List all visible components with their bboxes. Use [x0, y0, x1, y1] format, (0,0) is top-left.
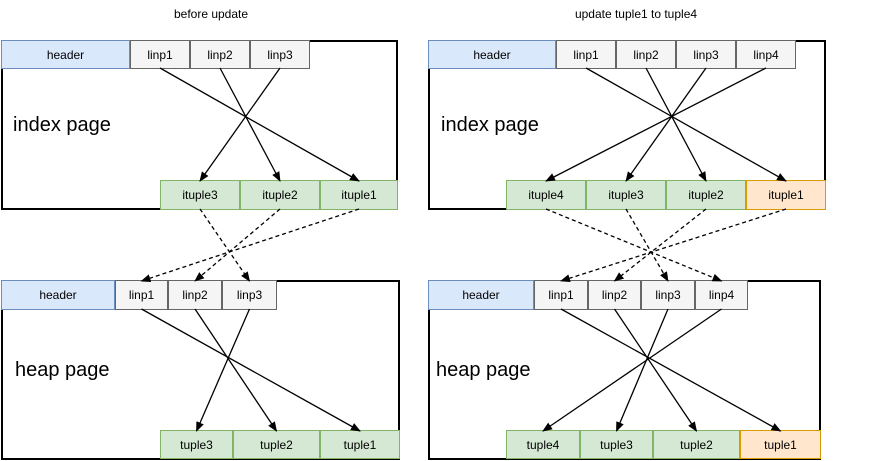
after-heap-tuple2-cell: tuple2 [653, 430, 740, 459]
after-index-linp3-cell: linp3 [676, 40, 736, 69]
after-index-ituple3-cell: ituple3 [586, 180, 666, 210]
after-panel-title: update tuple1 to tuple4 [574, 7, 698, 21]
before-index-ituple1-cell: ituple1 [320, 180, 398, 210]
before-heap-linp1-cell: linp1 [115, 280, 168, 310]
before-index-header-cell: header [1, 40, 130, 69]
before-heap-page-label: heap page [15, 359, 110, 381]
after-heap-linp1-cell: linp1 [534, 280, 588, 310]
after-index-header-cell: header [428, 40, 556, 69]
before-index-linp2-cell: linp2 [190, 40, 250, 69]
after-index-linp2-cell: linp2 [616, 40, 676, 69]
after-heap-linp3-cell: linp3 [641, 280, 695, 310]
before-index-ituple3-cell: ituple3 [160, 180, 240, 210]
before-index-ituple2-cell: ituple2 [240, 180, 320, 210]
after-index-ituple2-cell: ituple2 [666, 180, 746, 210]
before-panel-title: before update [173, 7, 249, 21]
before-heap-linp2-cell: linp2 [168, 280, 222, 310]
before-index-page-label: index page [13, 114, 111, 136]
after-heap-tuple4-cell: tuple4 [506, 430, 580, 459]
after-heap-linp4-cell: linp4 [695, 280, 748, 310]
before-heap-header-cell: header [1, 280, 115, 310]
after-heap-tuple1-cell: tuple1 [740, 430, 821, 459]
after-heap-page-label: heap page [436, 359, 531, 381]
before-index-linp3-cell: linp3 [250, 40, 310, 69]
before-heap-linp3-cell: linp3 [222, 280, 277, 310]
after-heap-linp2-cell: linp2 [588, 280, 641, 310]
after-heap-header-cell: header [428, 280, 534, 310]
after-index-linp4-cell: linp4 [736, 40, 796, 69]
before-heap-tuple2-cell: tuple2 [233, 430, 320, 459]
after-index-ituple4-cell: ituple4 [506, 180, 586, 210]
before-heap-tuple3-cell: tuple3 [160, 430, 233, 459]
after-index-ituple1-cell: ituple1 [746, 180, 826, 210]
after-index-page-label: index page [441, 114, 539, 136]
after-heap-tuple3-cell: tuple3 [580, 430, 653, 459]
before-heap-tuple1-cell: tuple1 [320, 430, 400, 459]
after-index-linp1-cell: linp1 [556, 40, 616, 69]
before-index-linp1-cell: linp1 [130, 40, 190, 69]
